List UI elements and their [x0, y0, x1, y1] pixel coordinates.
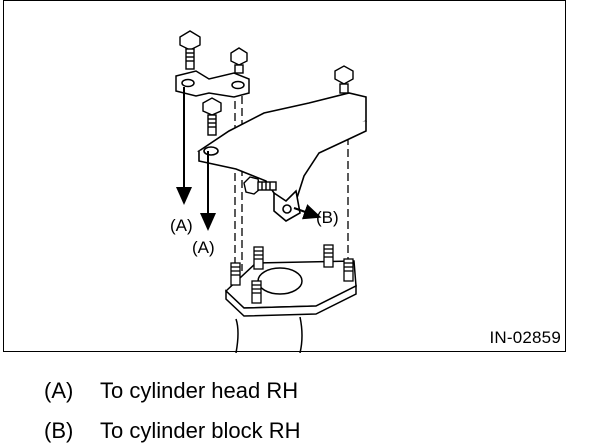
diagram-frame: (A) (A) (B) IN-02859	[3, 0, 566, 353]
upper-bracket	[175, 70, 250, 98]
legend-text: To cylinder block RH	[100, 418, 301, 443]
legend-text: To cylinder head RH	[100, 378, 299, 403]
studs	[230, 244, 354, 304]
fasteners	[179, 30, 354, 195]
label-b: (B)	[316, 208, 339, 227]
legend-row-a: (A) To cylinder head RH	[44, 378, 298, 404]
engine-hanger-illustration: (A) (A) (B)	[170, 30, 367, 353]
illustration-code: IN-02859	[489, 328, 561, 347]
legend-row-b: (B) To cylinder block RH	[44, 418, 301, 444]
engine-hanger-bracket	[196, 92, 367, 222]
label-a-upper: (A)	[170, 216, 193, 235]
base-plate	[224, 260, 357, 353]
legend-key: (B)	[44, 418, 74, 443]
label-a-lower: (A)	[192, 238, 215, 257]
direction-arrows	[176, 87, 322, 231]
legend-key: (A)	[44, 378, 74, 403]
